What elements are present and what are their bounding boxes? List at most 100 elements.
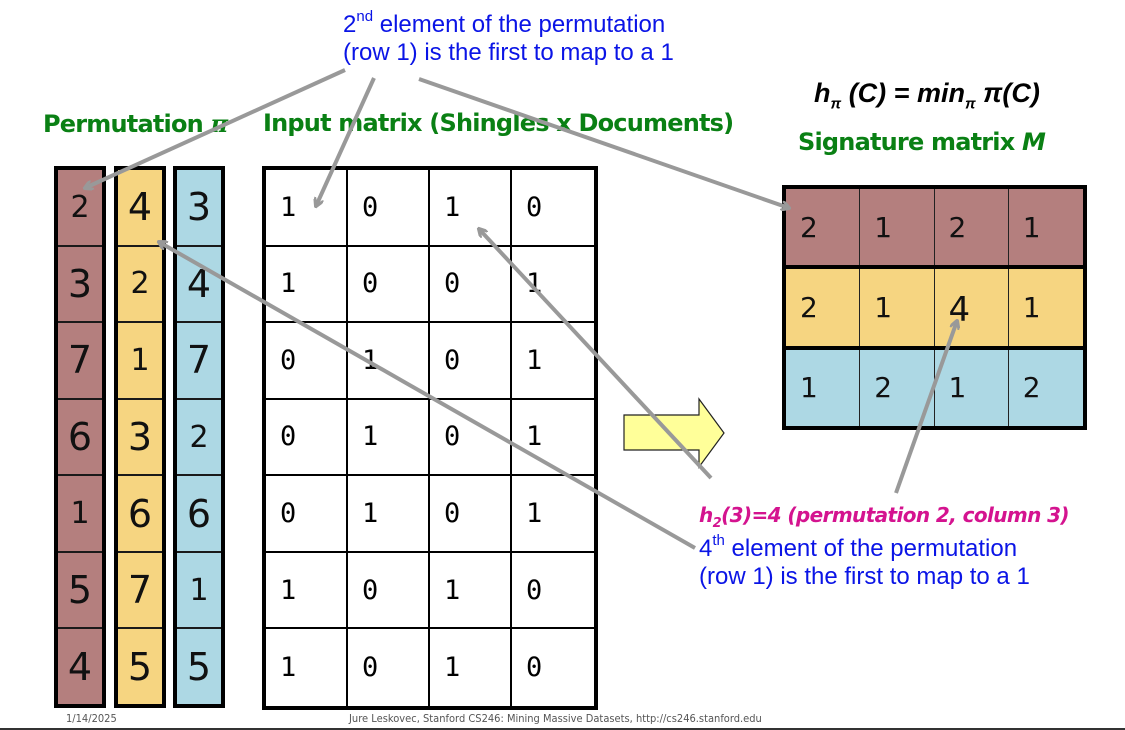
input-matrix-cell: 1 <box>512 247 594 324</box>
footer-date: 1/14/2025 <box>66 712 117 725</box>
input-matrix-cell: 0 <box>348 170 430 247</box>
permutation-cell: 1 <box>177 550 221 628</box>
footer-divider <box>0 728 1125 730</box>
input-matrix-cell: 0 <box>266 399 348 477</box>
signature-cell: 2 <box>786 269 861 346</box>
top-annotation-line2: (row 1) is the first to map to a 1 <box>343 39 674 66</box>
ordinal-suffix: th <box>712 532 725 549</box>
input-matrix-cell: 1 <box>266 170 348 247</box>
block-arrow-icon <box>623 397 725 469</box>
input-matrix-cell: 0 <box>266 476 348 553</box>
input-matrix-cell: 0 <box>526 652 543 684</box>
highlight-subscript: 2 <box>712 516 722 531</box>
ordinal-number: 4 <box>699 535 713 562</box>
input-matrix-cell: 1 <box>430 170 512 247</box>
input-matrix-cell: 0 <box>430 246 512 324</box>
permutation-cell: 3 <box>186 185 212 230</box>
input-matrix-cell: 1 <box>430 552 512 630</box>
signature-cell: 2 <box>860 349 935 426</box>
permutation-cell: 4 <box>177 244 221 322</box>
permutation-cell: 4 <box>127 185 153 230</box>
formula-tail: π(C) <box>975 78 1040 108</box>
signature-cell: 2 <box>1022 371 1041 405</box>
input-matrix-cell: 1 <box>430 629 512 706</box>
bottom-annotation-line1: 4th element of the permutation <box>699 532 1030 563</box>
minhash-formula: hπ (C) = minπ π(C) <box>814 78 1040 112</box>
ordinal-number: 2 <box>343 11 357 38</box>
signature-cell: 1 <box>1022 210 1041 244</box>
signature-cell: 1 <box>860 189 935 266</box>
input-matrix-cell: 0 <box>348 246 430 324</box>
bottom-annotation-line2: (row 1) is the first to map to a 1 <box>699 563 1030 590</box>
input-matrix-cell: 1 <box>512 400 594 477</box>
input-matrix-cell: 1 <box>266 629 348 706</box>
permutation-cell: 5 <box>177 627 221 704</box>
formula-h: h <box>814 78 831 108</box>
pi-symbol: π <box>210 109 229 138</box>
input-matrix-cell: 1 <box>512 476 594 553</box>
input-matrix-cell: 1 <box>348 399 430 477</box>
input-matrix-cell: 0 <box>266 323 348 400</box>
highlight-annotation: h2(3)=4 (permutation 2, column 3) <box>699 503 1070 531</box>
permutation-cell: 6 <box>58 397 102 475</box>
input-matrix-cell: 0 <box>512 170 594 247</box>
signature-cell: 1 <box>935 349 1009 426</box>
permutation-cell: 4 <box>58 627 102 704</box>
input-matrix-cell: 0 <box>512 553 594 630</box>
signature-cell: 1 <box>1022 290 1041 324</box>
permutation-cell: 2 <box>118 244 162 322</box>
input-matrix-cell: 0 <box>348 629 430 706</box>
permutation-cell: 1 <box>58 474 102 551</box>
permutation-cell: 5 <box>118 627 162 704</box>
permutation-cell: 6 <box>118 474 162 551</box>
top-annotation: 2nd element of the permutation (row 1) i… <box>343 8 674 67</box>
input-matrix-cell: 1 <box>348 476 430 553</box>
input-matrix-title: Input matrix (Shingles x Documents) <box>263 109 734 137</box>
permutation-cell: 5 <box>58 550 102 628</box>
input-matrix-cell: 1 <box>348 323 430 400</box>
permutation-cell: 7 <box>118 550 162 628</box>
annotation-text: element of the permutation <box>373 11 666 38</box>
highlight-rest: (3)=4 (permutation 2, column 3) <box>721 503 1069 527</box>
input-matrix-cell: 1 <box>266 552 348 630</box>
signature-matrix-title: Signature matrix M <box>798 128 1046 156</box>
input-matrix-cell: 1 <box>266 246 348 324</box>
signature-symbol-m: M <box>1021 128 1046 156</box>
formula-sub-pi-2: π <box>964 95 976 113</box>
signature-cell: 2 <box>786 189 861 266</box>
highlight-h: h <box>699 503 713 527</box>
formula-sub-pi: π <box>830 95 842 113</box>
permutation-cell: 2 <box>70 189 90 225</box>
input-matrix-cell: 1 <box>512 323 594 400</box>
input-matrix-cell: 0 <box>430 476 512 553</box>
annotation-text: element of the permutation <box>724 535 1018 562</box>
permutation-cell: 7 <box>177 321 221 398</box>
permutation-cell: 3 <box>58 244 102 322</box>
permutation-title: Permutation π <box>43 109 229 138</box>
input-matrix-cell: 0 <box>430 399 512 477</box>
permutation-cell: 3 <box>118 397 162 475</box>
top-annotation-line1: 2nd element of the permutation <box>343 8 674 39</box>
signature-cell: 1 <box>860 269 935 346</box>
footer-credit: Jure Leskovec, Stanford CS246: Mining Ma… <box>349 712 762 725</box>
signature-cell: 4 <box>935 269 1009 346</box>
signature-cell: 2 <box>935 189 1009 266</box>
permutation-cell: 2 <box>177 397 221 475</box>
input-matrix-cell: 0 <box>430 323 512 400</box>
bottom-annotation: 4th element of the permutation (row 1) i… <box>699 532 1030 591</box>
permutation-title-text: Permutation <box>43 110 211 138</box>
formula-mid: (C) = min <box>841 78 965 108</box>
signature-title-text: Signature matrix <box>798 128 1022 156</box>
input-matrix-cell: 0 <box>348 552 430 630</box>
permutation-cell: 1 <box>118 321 162 398</box>
permutation-cell: 6 <box>177 474 221 551</box>
ordinal-suffix: nd <box>356 8 374 25</box>
